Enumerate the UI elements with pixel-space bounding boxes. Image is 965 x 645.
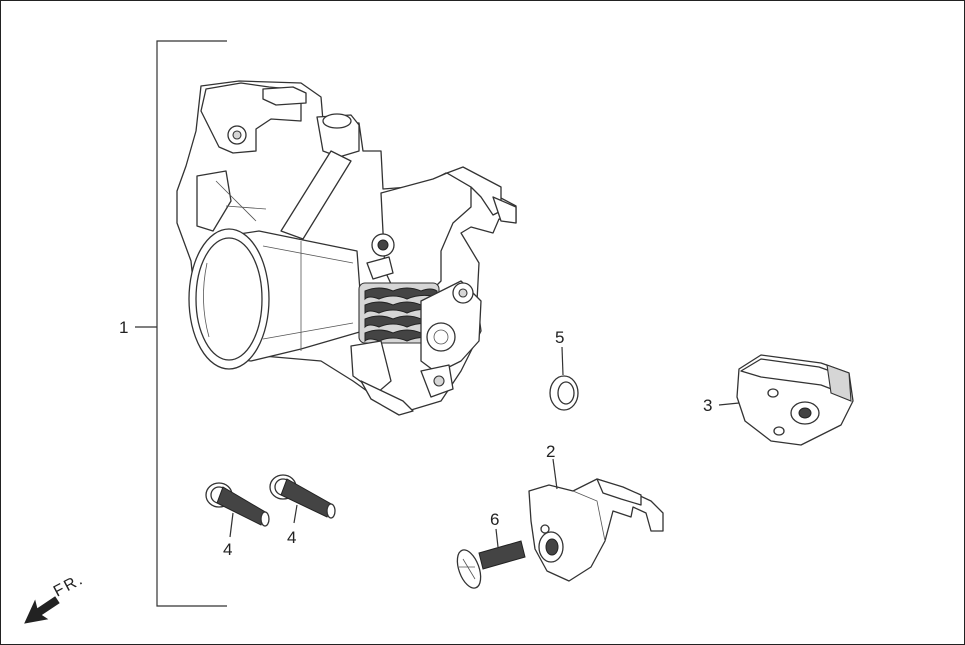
screw-6 <box>456 540 526 589</box>
throttle-position-sensor <box>736 354 854 446</box>
assembly-bracket <box>135 40 227 607</box>
label-1: 1 <box>119 318 128 337</box>
bolt-4b <box>269 474 336 519</box>
label-2: 2 <box>546 442 555 461</box>
leader-4a <box>229 512 234 538</box>
label-6: 6 <box>490 510 499 529</box>
throttle-body <box>176 80 517 416</box>
front-label: FR. <box>51 571 87 601</box>
bracket-2 <box>528 478 664 582</box>
leader-6 <box>495 528 499 548</box>
front-direction-indicator: FR. <box>24 571 87 624</box>
front-arrow-icon <box>24 596 60 624</box>
label-3: 3 <box>703 396 712 415</box>
leader-5 <box>561 346 564 376</box>
label-4b: 4 <box>287 528 296 547</box>
leader-4b <box>293 504 298 524</box>
leader-3 <box>718 402 740 406</box>
bolt-4a <box>205 482 270 527</box>
o-ring-5 <box>549 375 579 411</box>
label-4a: 4 <box>223 540 232 559</box>
label-5: 5 <box>555 328 564 347</box>
leader-2 <box>552 458 558 490</box>
